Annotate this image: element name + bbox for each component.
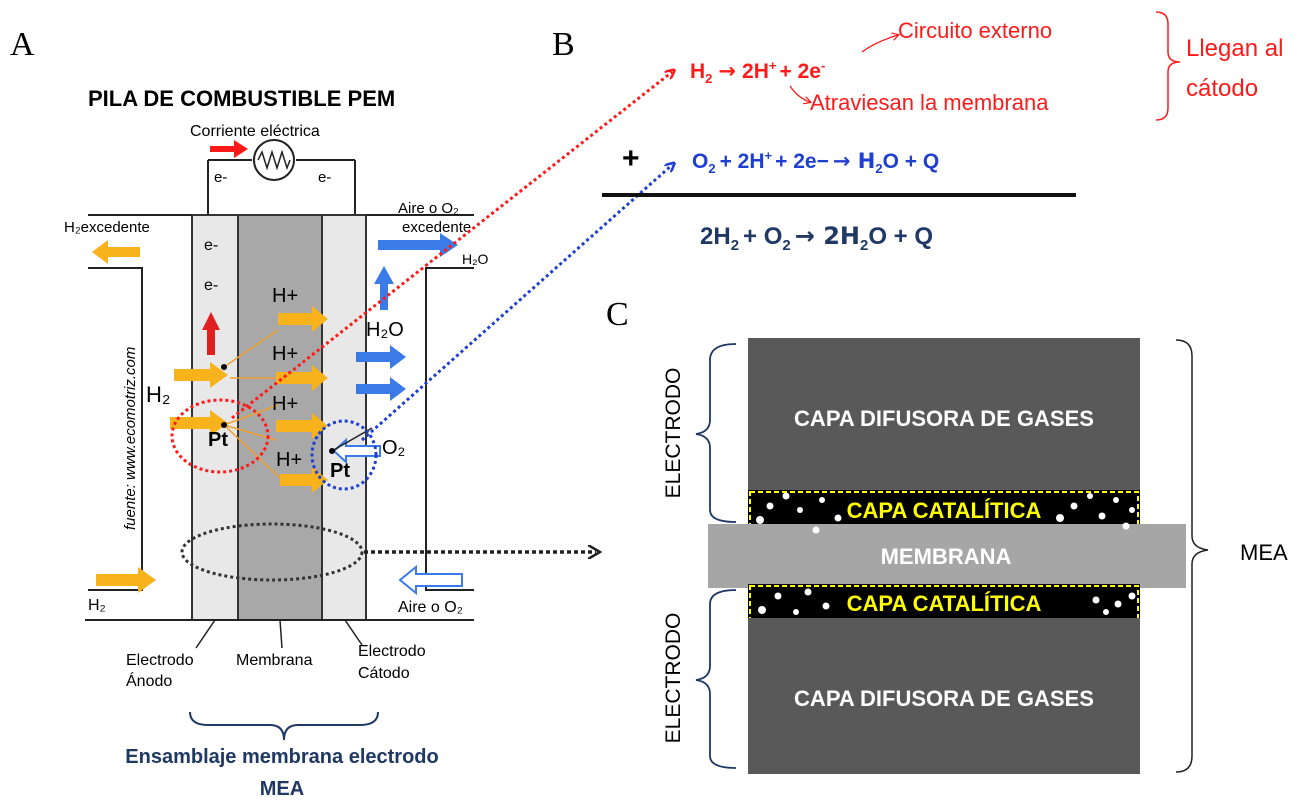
membrane-pointer bbox=[789, 85, 810, 102]
cathode-pt-highlight bbox=[310, 419, 378, 491]
panel-c: C CAPA DIFUSORA DE GASES CAPA CATALÍTICA… bbox=[606, 296, 1288, 774]
pt-cathode-label: Pt bbox=[330, 460, 350, 482]
membrane-label-c: MEMBRANA bbox=[881, 544, 1012, 569]
circuito-externo: Circuito externo bbox=[898, 18, 1052, 43]
cathode-equation: O2+ 2H++ 2e−→ H2O + Q bbox=[692, 148, 939, 176]
atraviesan-membrana: Atraviesan la membrana bbox=[810, 90, 1049, 115]
cathode-electrode bbox=[321, 214, 367, 621]
anode-e-2: e- bbox=[204, 277, 218, 294]
circuit-e-left: e- bbox=[214, 169, 227, 186]
h-plus-3: H+ bbox=[272, 393, 298, 415]
plus-sign: + bbox=[622, 142, 640, 175]
mea-brace bbox=[189, 711, 379, 741]
aire-bottom-label: Aire o O₂ bbox=[398, 599, 463, 616]
gdl-bottom-label: CAPA DIFUSORA DE GASES bbox=[794, 686, 1094, 711]
catalyst-bottom bbox=[748, 584, 1140, 622]
panel-a-letter: A bbox=[10, 26, 35, 63]
catalyst-bottom-label: CAPA CATALÍTICA bbox=[847, 591, 1042, 616]
membrane-label: Membrana bbox=[236, 652, 313, 669]
anode-label-2: Ánodo bbox=[126, 671, 172, 690]
pt-dots-top bbox=[756, 492, 1135, 534]
membrane-layer bbox=[237, 214, 323, 621]
electrodo-bottom-label: ELECTRODO bbox=[662, 613, 685, 744]
flow-channels bbox=[85, 214, 474, 621]
llegan-brace bbox=[1155, 11, 1181, 121]
cathode-label-1: Electrodo bbox=[358, 643, 426, 660]
h2o-mid-label: H₂O bbox=[366, 319, 404, 341]
pt-particle-3 bbox=[329, 448, 335, 454]
circuit-pointer bbox=[861, 35, 898, 53]
panel-a: A PILA DE COMBUSTIBLE PEM Corriente eléc… bbox=[10, 26, 489, 800]
h2-in-arrow-2-icon bbox=[170, 410, 228, 436]
electrodo-top-brace bbox=[695, 343, 737, 523]
anode-equation: H2→2H++ 2e- bbox=[690, 58, 825, 86]
proton-arrow-2-icon bbox=[276, 365, 328, 391]
h2-in-arrow-1-icon bbox=[174, 362, 228, 388]
external-circuit bbox=[207, 159, 356, 215]
panel-c-letter: C bbox=[606, 296, 629, 333]
panel-b: B H2→2H++ 2e- Circuito externo Atraviesa… bbox=[552, 11, 1283, 254]
aire-excedente-line2: excedente bbox=[402, 219, 471, 236]
h2-bottom-arrow-icon bbox=[96, 567, 156, 593]
h2o-up-arrow-icon bbox=[374, 266, 394, 310]
gdl-top-label: CAPA DIFUSORA DE GASES bbox=[794, 406, 1094, 431]
o2-in-arrow-icon bbox=[332, 437, 381, 465]
gdl-bottom bbox=[748, 618, 1140, 774]
circuit-e-right: e- bbox=[318, 169, 331, 186]
proton-paths bbox=[223, 329, 281, 479]
pt-particle-2 bbox=[221, 422, 227, 428]
source-label: fuente: www.ecomotriz.com bbox=[122, 347, 139, 530]
pt-anode-label: Pt bbox=[208, 429, 228, 451]
anode-e-1: e- bbox=[204, 237, 218, 254]
proton-arrow-1-icon bbox=[278, 306, 328, 332]
electrodo-top-label: ELECTRODO bbox=[662, 368, 685, 499]
mea-right-brace bbox=[1175, 339, 1209, 773]
mea-highlight bbox=[180, 522, 364, 582]
membrane-block bbox=[708, 524, 1186, 588]
electrodo-bottom-brace bbox=[695, 589, 737, 769]
electron-up-arrow-icon bbox=[202, 312, 220, 355]
water-arrow-1-icon bbox=[356, 345, 406, 369]
air-in-arrow-icon bbox=[398, 564, 463, 596]
resistor-icon bbox=[253, 139, 295, 181]
o2-label: O₂ bbox=[382, 437, 405, 459]
h-plus-1: H+ bbox=[272, 285, 298, 307]
h2-bottom-label: H₂ bbox=[88, 597, 106, 614]
mea-caption-line1: Ensamblaje membrana electrodo bbox=[125, 746, 438, 768]
h2-exit-arrow-icon bbox=[92, 240, 140, 264]
electron-flow-arrow-icon bbox=[210, 140, 248, 158]
mea-label-c: MEA bbox=[1240, 540, 1288, 565]
h-plus-2: H+ bbox=[272, 343, 298, 365]
pt-particle-1 bbox=[221, 364, 227, 370]
h2-inlet-label: H₂ bbox=[146, 382, 170, 407]
anode-label-1: Electrodo bbox=[126, 652, 194, 669]
air-exit-arrow-icon bbox=[378, 233, 458, 257]
cathode-label-2: Cátodo bbox=[358, 665, 410, 682]
fuel-cell-title: PILA DE COMBUSTIBLE PEM bbox=[88, 86, 395, 111]
gdl-top bbox=[748, 338, 1140, 498]
aire-excedente-line1: Aire o O₂ bbox=[398, 200, 459, 217]
water-arrow-2-icon bbox=[356, 377, 406, 401]
mea-caption-line2: MEA bbox=[260, 778, 304, 800]
label-leaders bbox=[195, 619, 363, 649]
h2o-exit-label: H₂O bbox=[462, 251, 489, 267]
anode-pt-highlight bbox=[170, 398, 270, 474]
current-label: Corriente eléctrica bbox=[190, 123, 320, 140]
catalyst-top-label: CAPA CATALÍTICA bbox=[847, 498, 1042, 523]
llegan-line1: Llegan al bbox=[1186, 35, 1283, 62]
pt-dots-bottom bbox=[758, 588, 1136, 615]
overall-equation: 2H2+ O2→ 2H2O + Q bbox=[700, 222, 933, 254]
h-plus-4: H+ bbox=[276, 449, 302, 471]
llegan-line2: cátodo bbox=[1186, 75, 1258, 102]
proton-arrow-3-icon bbox=[276, 413, 328, 439]
h2-excedente-label: H₂excedente bbox=[64, 219, 150, 236]
panel-b-letter: B bbox=[552, 26, 575, 63]
cathode-pt-line bbox=[331, 427, 373, 452]
